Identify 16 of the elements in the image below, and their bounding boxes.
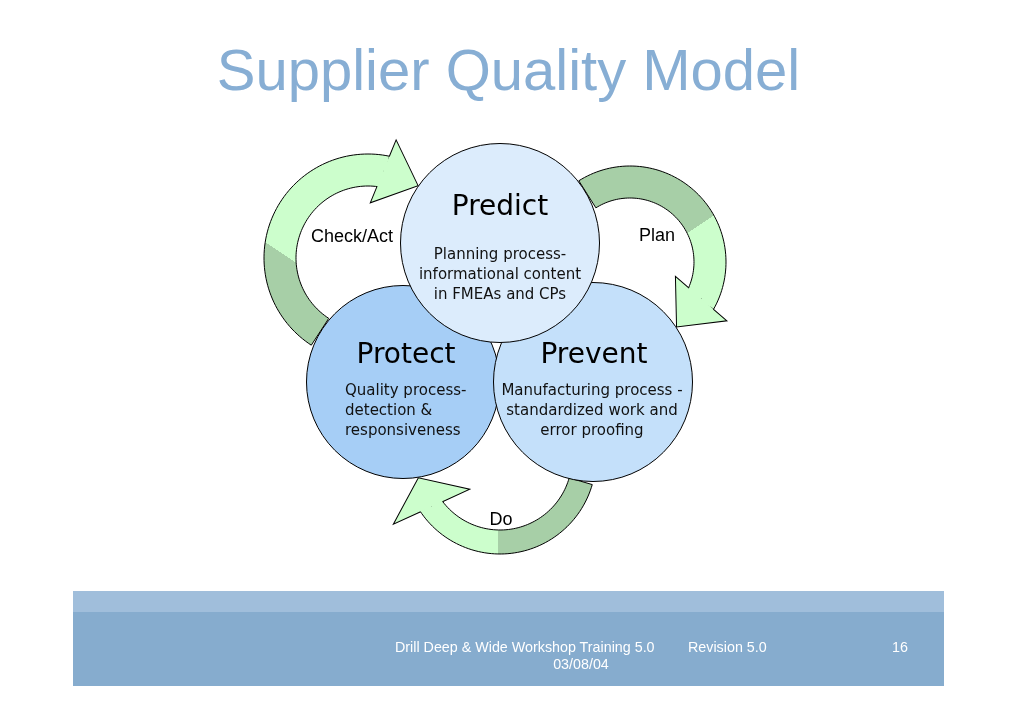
circle-description: Planning process- informational content in FMEAs and CPs xyxy=(417,244,583,304)
circle-heading: Predict xyxy=(451,191,549,221)
circle-description: Quality process- detection & responsiveness xyxy=(345,380,468,440)
edge-label: Do xyxy=(489,510,513,528)
curved-block-arrow xyxy=(263,139,419,346)
circle-heading: Prevent xyxy=(540,339,648,369)
footer-text: 03/08/04 xyxy=(553,656,609,672)
footer-text: Revision 5.0 xyxy=(688,639,767,655)
curved-block-arrow xyxy=(578,165,728,328)
edge-label: Plan xyxy=(639,226,675,244)
footer-text: Drill Deep & Wide Workshop Training 5.0 xyxy=(395,639,655,655)
circle-heading: Protect xyxy=(356,339,456,369)
footer-text: 16 xyxy=(892,639,908,655)
curved-block-arrow xyxy=(392,477,593,555)
circle-description: Manufacturing process - standardized work and error proofing xyxy=(500,380,684,440)
edge-label: Check/Act xyxy=(311,227,393,245)
